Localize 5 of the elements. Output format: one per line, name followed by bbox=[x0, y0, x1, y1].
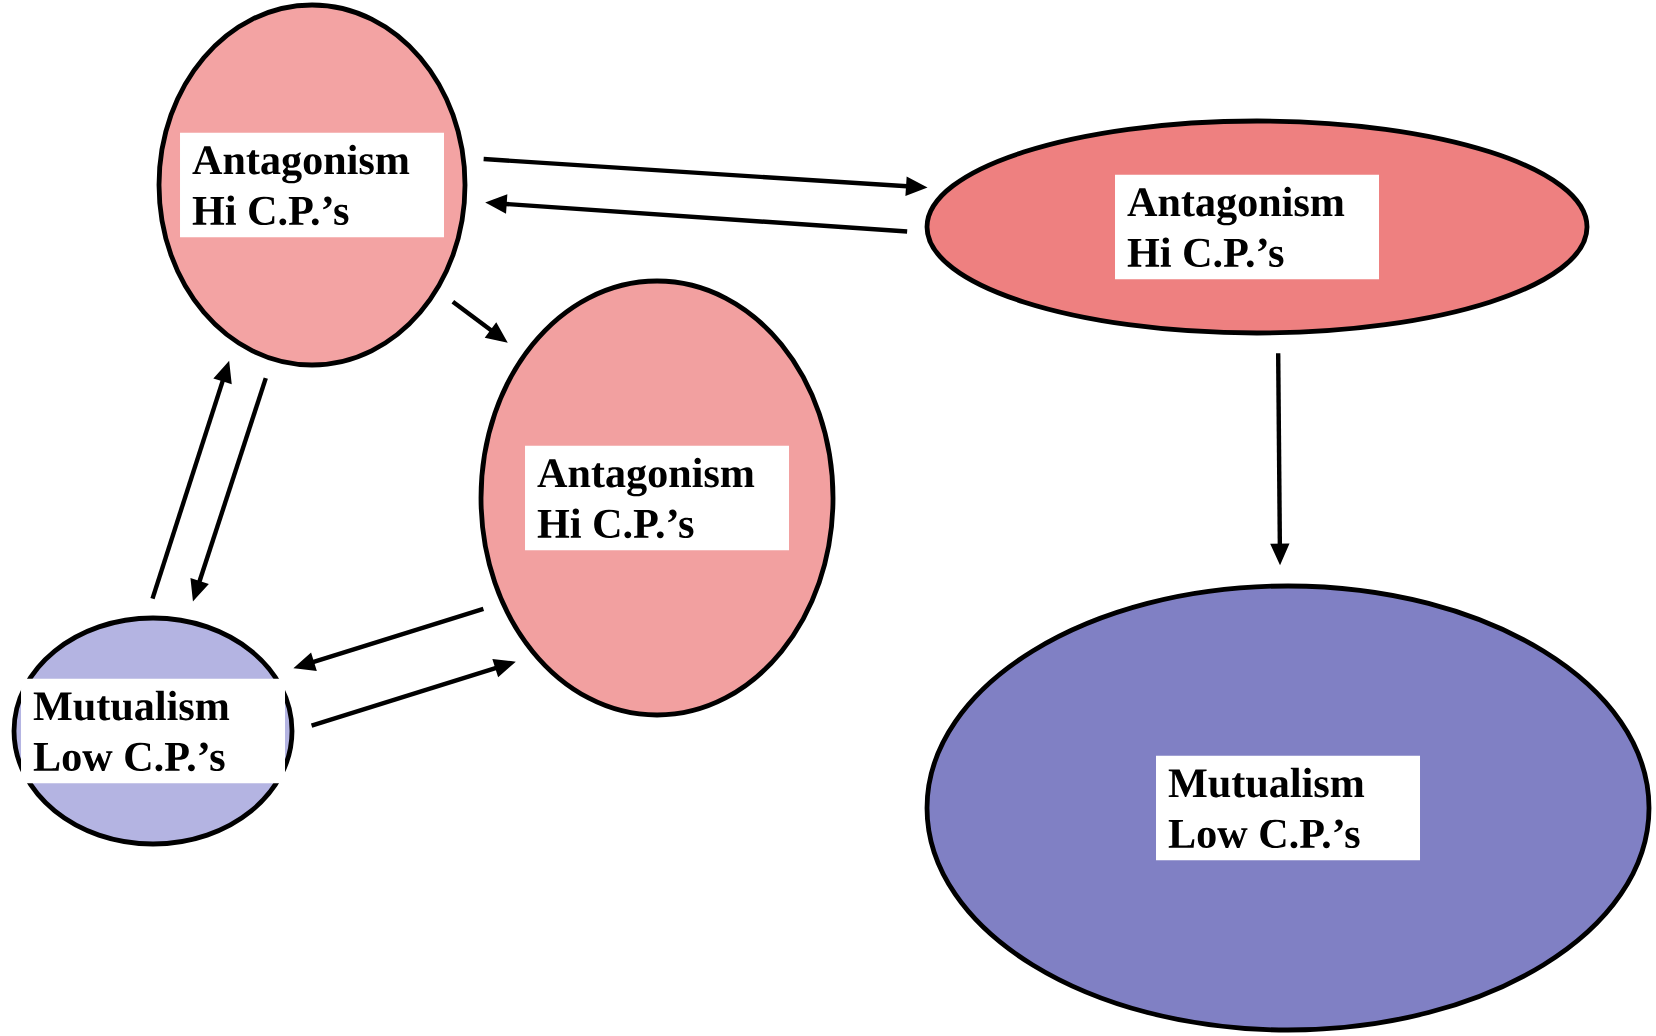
ellipse-node: Antagonism Hi C.P.’s bbox=[156, 2, 468, 368]
ellipse-node: Mutualism Low C.P.’s bbox=[11, 615, 295, 847]
ellipse-node: Mutualism Low C.P.’s bbox=[924, 583, 1652, 1033]
ellipse-node: Antagonism Hi C.P.’s bbox=[478, 278, 836, 718]
ellipse-node: Antagonism Hi C.P.’s bbox=[924, 118, 1590, 336]
